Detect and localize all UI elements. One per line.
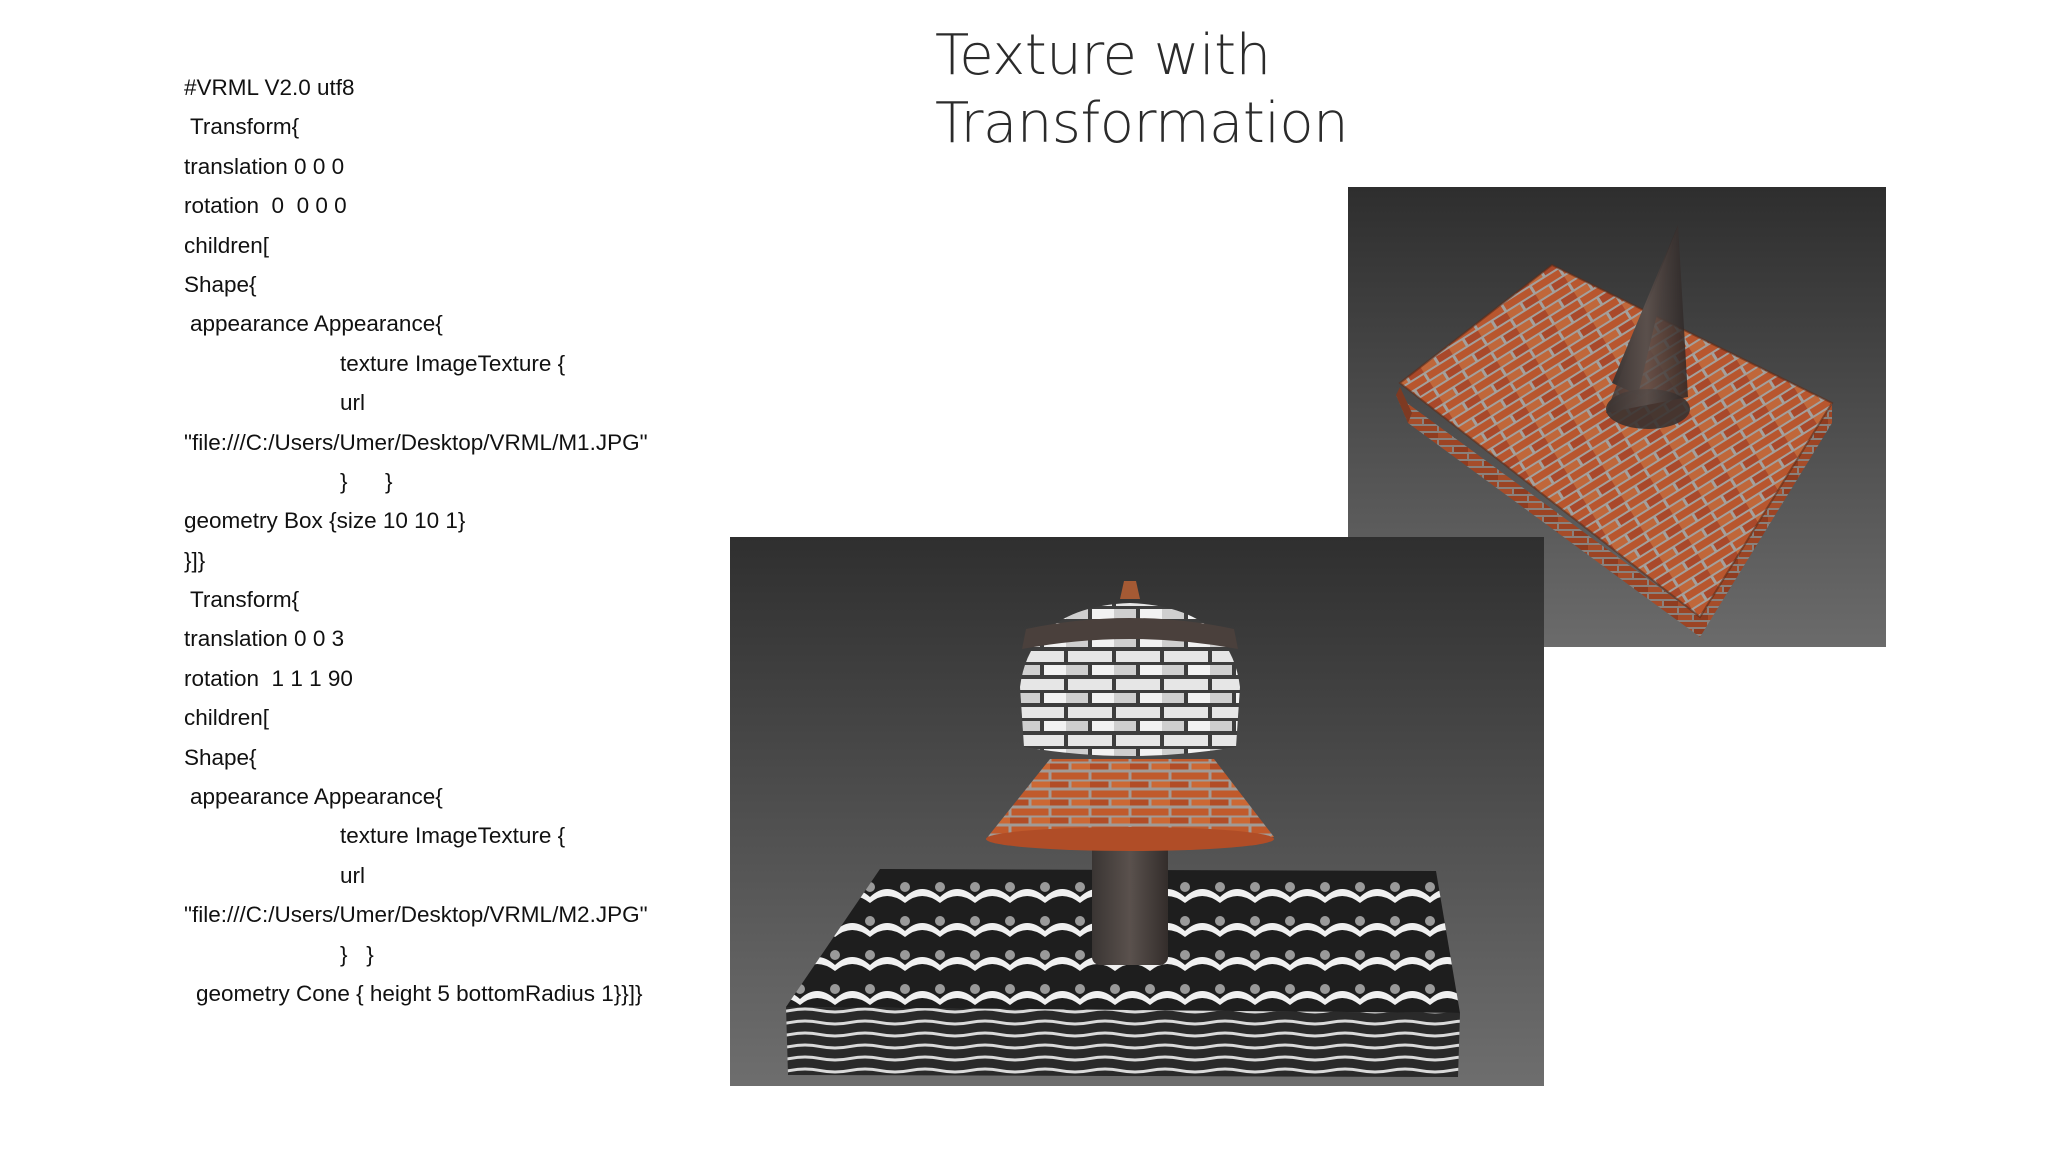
code-line: url <box>340 862 366 888</box>
code-line: "file:///C:/Users/Umer/Desktop/VRML/M2.J… <box>184 902 648 928</box>
code-line: geometry Box {size 10 10 1} <box>184 508 466 534</box>
code-line: Shape{ <box>184 744 257 770</box>
code-line: "file:///C:/Users/Umer/Desktop/VRML/M1.J… <box>184 429 648 455</box>
code-line: children[ <box>184 232 270 258</box>
code-line: texture ImageTexture { <box>340 823 566 849</box>
code-line: } } <box>340 468 393 494</box>
code-line: translation 0 0 0 <box>184 153 345 179</box>
render-lamp-image <box>730 537 1544 1086</box>
title-line-1: Texture with <box>935 23 1271 88</box>
code-line: appearance Appearance{ <box>190 784 443 810</box>
code-line: Shape{ <box>184 271 257 297</box>
code-line: Transform{ <box>190 587 300 613</box>
code-line: children[ <box>184 705 270 731</box>
slide-title: Texture with Transformation <box>935 22 1635 158</box>
code-line: rotation 0 0 0 0 <box>184 193 347 219</box>
code-line: } } <box>340 941 374 967</box>
render-lamp-scene <box>730 537 1544 1086</box>
code-line: appearance Appearance{ <box>190 311 443 337</box>
code-line: texture ImageTexture { <box>340 350 566 376</box>
title-line-2: Transformation <box>935 91 1349 156</box>
code-line: geometry Cone { height 5 bottomRadius 1}… <box>196 980 643 1006</box>
code-line: rotation 1 1 1 90 <box>184 665 353 691</box>
code-line: translation 0 0 3 <box>184 626 345 652</box>
code-line: #VRML V2.0 utf8 <box>184 75 355 100</box>
code-line: url <box>340 390 366 416</box>
vrml-code-block: #VRML V2.0 utf8 Transform{ translation 0… <box>184 68 744 1013</box>
code-line: }]} <box>184 547 206 573</box>
code-line: Transform{ <box>190 114 300 140</box>
